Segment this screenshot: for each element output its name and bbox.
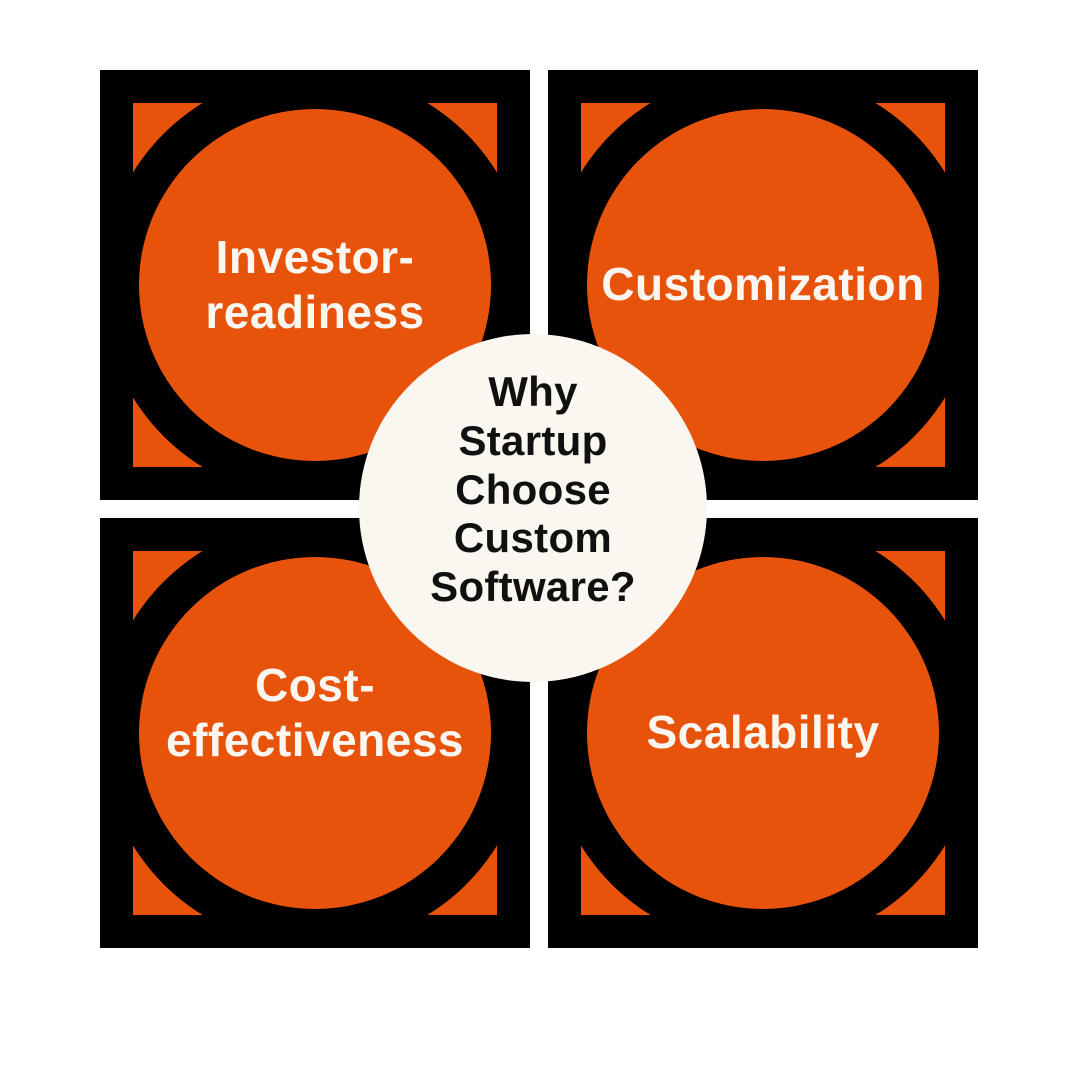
center-title-line: Choose [455, 465, 611, 513]
center-title-line: Why [488, 368, 578, 416]
quadrant-investor-readiness: Investor- readiness [100, 70, 530, 500]
center-title-line: Custom [453, 514, 613, 562]
center-circle: Why Startup Choose Custom Software? [359, 334, 707, 682]
quadrant-circle-customization: Customization [587, 109, 939, 461]
quadrant-label-investor-readiness: Investor- readiness [205, 230, 424, 340]
label-line: effectiveness [166, 714, 464, 766]
quadrant-label-customization: Customization [601, 257, 924, 312]
label-line: Scalability [646, 706, 880, 759]
quadrant-label-scalability: Scalability [646, 705, 879, 760]
center-title: Why Startup Choose Custom Software? [430, 368, 636, 612]
quadrant-circle-cost-effectiveness: Cost- effectiveness [139, 557, 491, 909]
label-line: readiness [205, 286, 425, 338]
label-line: Cost- [254, 658, 376, 711]
center-title-line: Startup [458, 416, 608, 464]
quadrant-label-cost-effectiveness: Cost- effectiveness [166, 658, 464, 768]
label-line: Investor- [215, 230, 415, 283]
center-title-line: Software? [430, 563, 636, 611]
label-line: Customization [601, 258, 925, 311]
